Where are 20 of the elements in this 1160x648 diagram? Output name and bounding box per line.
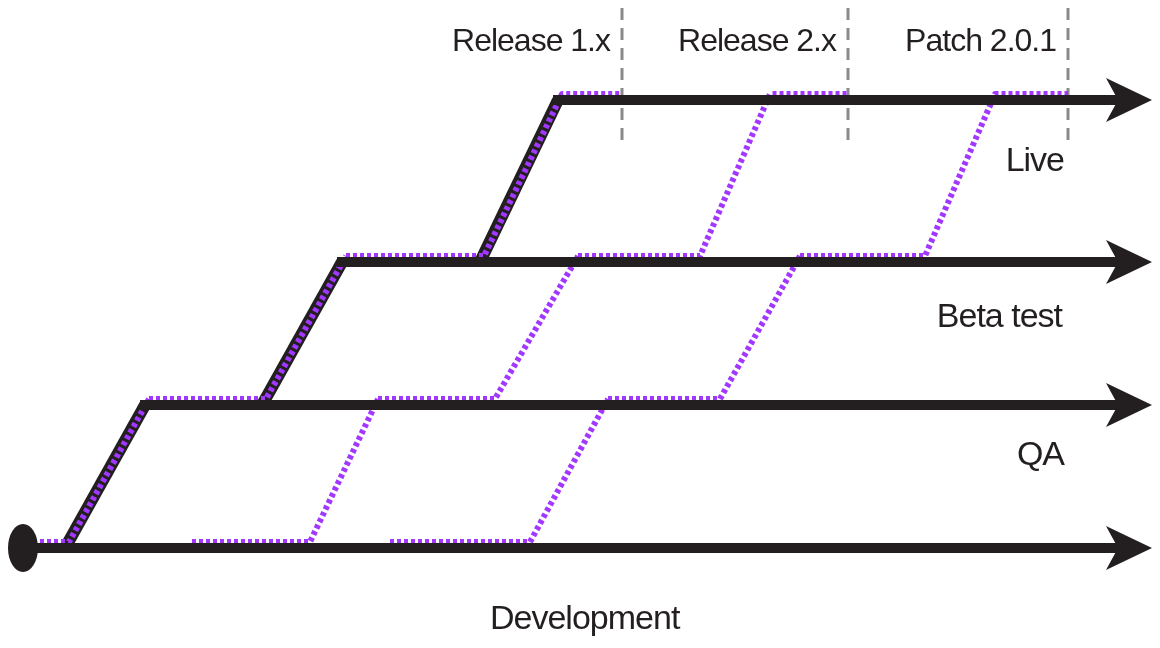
dotted-branch-line xyxy=(390,397,611,545)
dotted-branch-line xyxy=(346,91,622,259)
release-label: Release 2.x xyxy=(678,22,836,59)
release-label: Patch 2.0.1 xyxy=(905,22,1056,59)
track-label: Beta test xyxy=(936,296,1062,335)
track-label: Development xyxy=(490,598,680,637)
dotted-branch-line xyxy=(192,397,381,545)
dotted-branch-line xyxy=(578,91,848,259)
dotted-branch-line xyxy=(800,91,1068,259)
track-arrow xyxy=(553,78,1152,122)
track-arrow xyxy=(337,240,1152,284)
dotted-branch-line xyxy=(378,254,581,402)
release-label: Release 1.x xyxy=(452,22,610,59)
track-label: QA xyxy=(1016,434,1064,473)
dotted-branch-line xyxy=(608,254,803,402)
track-arrow xyxy=(140,383,1152,427)
dotted-branch-line xyxy=(40,397,152,545)
dotted-branch-line xyxy=(149,254,349,402)
start-dot xyxy=(8,524,38,572)
track-label: Live xyxy=(1005,140,1064,179)
